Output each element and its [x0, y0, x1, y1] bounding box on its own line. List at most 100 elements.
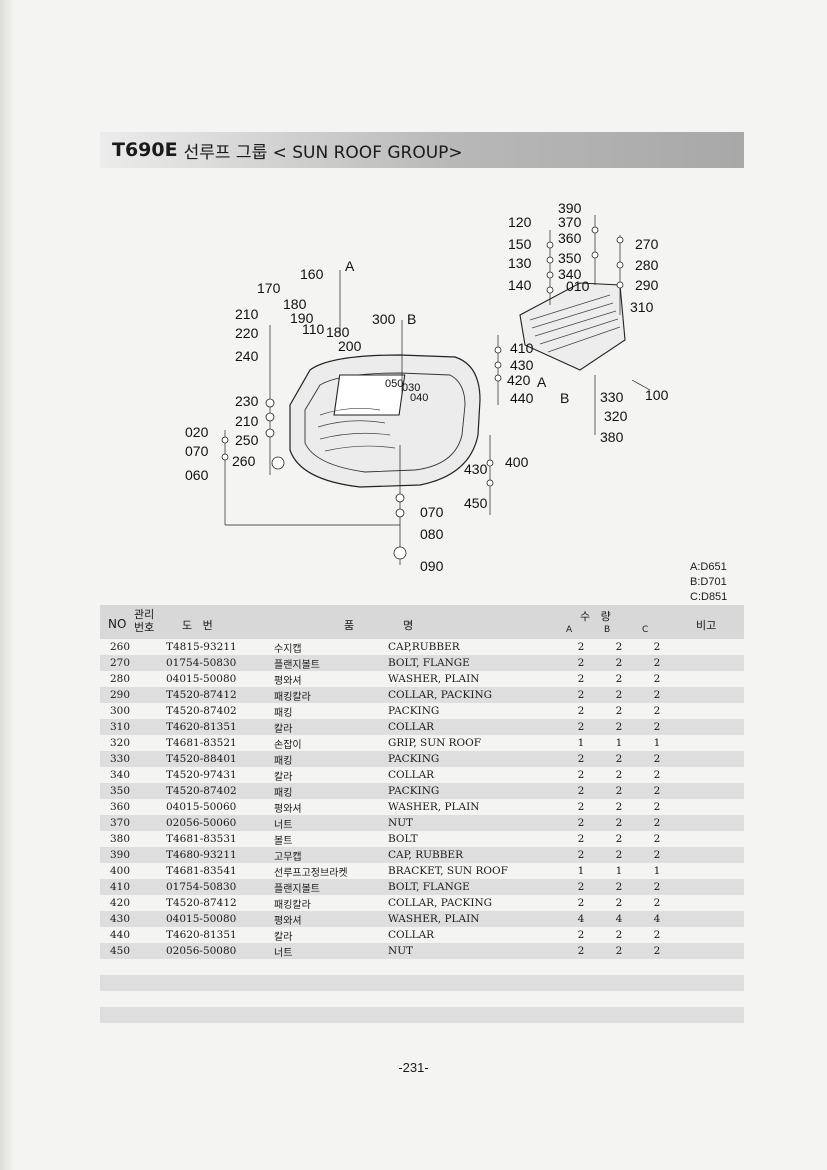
label-390: 390: [558, 200, 582, 216]
label-280: 280: [635, 257, 659, 273]
qty-b: 1: [615, 865, 623, 877]
section-title-bar: T690E 선루프 그룹 < SUN ROOF GROUP>: [100, 132, 744, 168]
qty-a: 2: [577, 929, 585, 941]
exploded-parts-diagram: 390 370 120 360 150 350 130 340 010 140 …: [180, 195, 740, 580]
page-edge-shadow: [0, 0, 14, 1170]
part-name-english: NUT: [388, 945, 414, 957]
label-220: 220: [235, 325, 259, 341]
qty-a: 1: [577, 865, 585, 877]
qty-c: 2: [653, 657, 661, 669]
part-number: T4520-87402: [166, 785, 237, 797]
part-number: T4520-87402: [166, 705, 237, 717]
part-no-index: 340: [110, 769, 131, 781]
qty-c: 2: [653, 849, 661, 861]
qty-b: 2: [615, 881, 623, 893]
part-name-english: COLLAR: [388, 721, 435, 733]
part-name-korean: 패킹칼라: [274, 899, 311, 911]
part-name-korean: 고무캡: [274, 851, 302, 863]
label-050: 050: [385, 378, 403, 390]
qty-c: 1: [653, 865, 661, 877]
part-no-index: 370: [110, 817, 131, 829]
qty-a: 2: [577, 721, 585, 733]
part-no-index: 410: [110, 881, 131, 893]
qty-b: 2: [615, 753, 623, 765]
part-number: T4520-87412: [166, 689, 237, 701]
part-no-index: 430: [110, 913, 131, 925]
qty-c: 2: [653, 673, 661, 685]
label-210-bot: 210: [235, 413, 259, 429]
part-name-english: BOLT, FLANGE: [388, 657, 470, 669]
qty-c: 2: [653, 817, 661, 829]
part-no-index: 320: [110, 737, 131, 749]
qty-b: 2: [615, 801, 623, 813]
part-no-index: 290: [110, 689, 131, 701]
label-180-b: 180: [326, 324, 350, 340]
header-qty-a: A: [566, 625, 573, 635]
qty-a: 2: [577, 881, 585, 893]
qty-c: 2: [653, 705, 661, 717]
part-name-english: CAP, RUBBER: [388, 849, 463, 861]
part-name-korean: 플랜지볼트: [274, 883, 320, 895]
part-name-english: PACKING: [388, 785, 440, 797]
qty-c: 2: [653, 769, 661, 781]
legend-item-b: B:D701: [690, 576, 727, 588]
qty-b: 1: [615, 737, 623, 749]
label-230: 230: [235, 393, 259, 409]
part-name-english: COLLAR, PACKING: [388, 689, 493, 701]
part-no-index: 300: [110, 705, 131, 717]
table-header: NO 관리 번호 도 번 품 명 수 량 A B C 비고: [100, 605, 744, 639]
section-title: 선루프 그룹 < SUN ROOF GROUP>: [183, 142, 463, 163]
part-number: T4681-83531: [166, 833, 237, 845]
header-mgmt-no: 관리 번호: [134, 608, 155, 634]
part-name-korean: 칼라: [274, 723, 293, 735]
part-name-korean: 선루프고정브라켓: [274, 867, 348, 879]
label-320: 320: [604, 408, 628, 424]
header-no: NO: [108, 617, 127, 631]
part-name-korean: 평와셔: [274, 803, 302, 815]
qty-c: 2: [653, 801, 661, 813]
part-name-english: PACKING: [388, 705, 440, 717]
sunroof-panel: [519, 282, 626, 371]
label-170: 170: [257, 280, 281, 296]
label-140: 140: [508, 277, 532, 293]
part-number: T4681-83521: [166, 737, 237, 749]
part-name-english: PACKING: [388, 753, 440, 765]
part-name-english: GRIP, SUN ROOF: [388, 737, 482, 749]
part-no-index: 260: [110, 641, 131, 653]
part-name-korean: 너트: [274, 947, 293, 959]
qty-a: 4: [577, 913, 585, 925]
blank-row-2: [100, 1007, 744, 1023]
qty-c: 2: [653, 785, 661, 797]
part-name-korean: 손잡이: [274, 739, 302, 751]
part-name-korean: 평와셔: [274, 675, 302, 687]
qty-a: 2: [577, 753, 585, 765]
part-name-english: CAP,RUBBER: [388, 641, 460, 653]
qty-a: 2: [577, 785, 585, 797]
qty-a: 2: [577, 689, 585, 701]
qty-a: 2: [577, 833, 585, 845]
label-350: 350: [558, 250, 582, 266]
label-060: 060: [185, 467, 209, 483]
part-number: 04015-50080: [166, 913, 237, 925]
qty-a: 2: [577, 673, 585, 685]
qty-b: 4: [615, 913, 623, 925]
part-number: 04015-50080: [166, 673, 237, 685]
part-name-english: BOLT, FLANGE: [388, 881, 470, 893]
sunroof-ribs: [529, 294, 621, 353]
qty-b: 2: [615, 945, 623, 957]
qty-c: 2: [653, 929, 661, 941]
qty-a: 2: [577, 817, 585, 829]
part-number: T4815-93211: [166, 641, 237, 653]
part-name-english: COLLAR: [388, 769, 435, 781]
label-040: 040: [410, 392, 428, 404]
label-340: 340: [558, 266, 582, 282]
